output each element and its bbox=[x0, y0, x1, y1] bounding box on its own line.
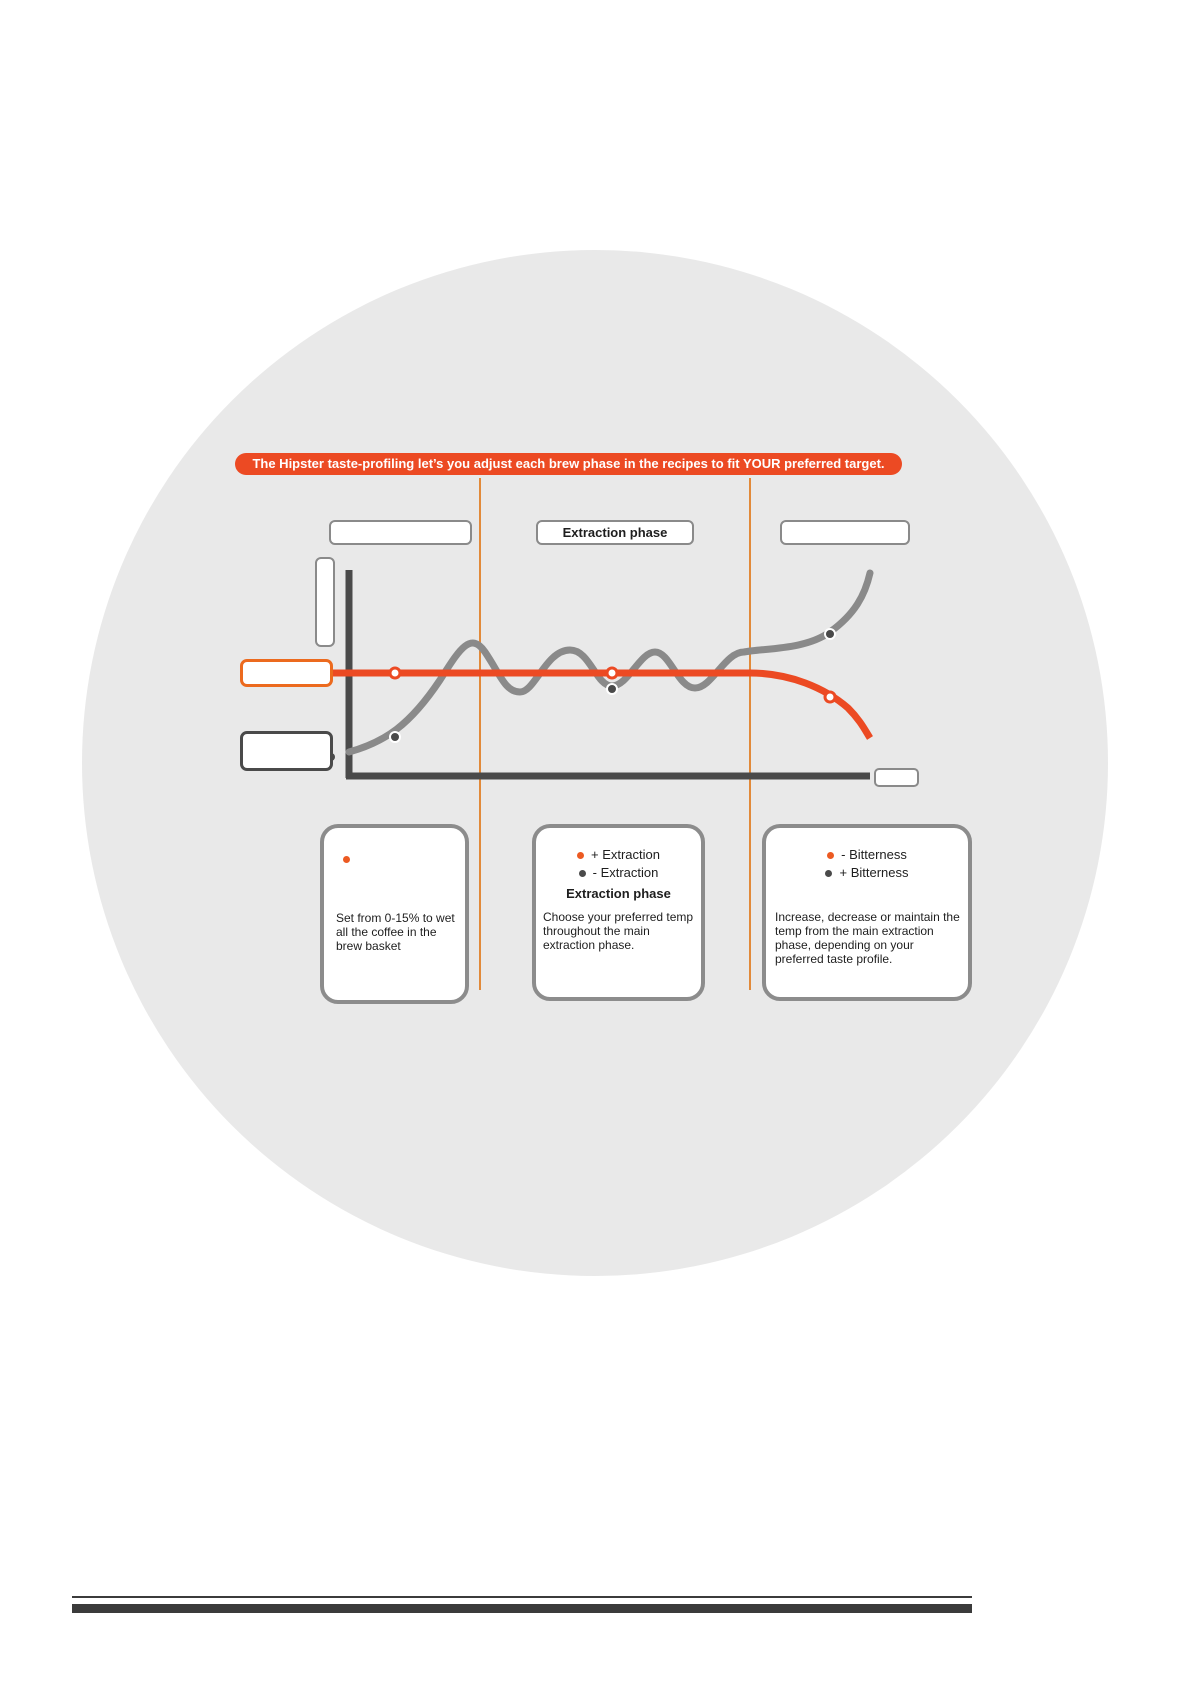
legend-minus-extraction: - Extraction bbox=[536, 864, 701, 882]
orange-marker-preinfusion bbox=[388, 666, 402, 680]
legend-minus-bitterness-text: - Bitterness bbox=[841, 847, 907, 862]
orange-dot-icon bbox=[576, 851, 584, 859]
card-finish-body: Increase, decrease or maintain the temp … bbox=[775, 910, 960, 966]
card-extraction-legend: + Extraction - Extraction bbox=[536, 846, 701, 882]
orange-temperature-curve bbox=[333, 669, 873, 740]
gray-dot-icon bbox=[578, 869, 586, 877]
legend-plus-extraction: + Extraction bbox=[536, 846, 701, 864]
card-preinfusion: Set from 0-15% to wet all the coffee in … bbox=[320, 824, 469, 1004]
card-extraction: + Extraction - Extraction Extraction pha… bbox=[532, 824, 705, 1001]
taste-profiling-banner: The Hipster taste-profiling let’s you ad… bbox=[235, 453, 902, 475]
gray-dot-icon bbox=[825, 869, 833, 877]
gray-marker-finish bbox=[824, 628, 836, 640]
phase-label-left bbox=[329, 520, 472, 545]
legend-plus-bitterness-text: + Bitterness bbox=[839, 865, 909, 880]
legend-minus-extraction-text: - Extraction bbox=[592, 865, 659, 880]
legend-plus-extraction-text: + Extraction bbox=[590, 847, 660, 862]
orange-dot-icon bbox=[343, 856, 350, 863]
card-extraction-title: Extraction phase bbox=[566, 886, 671, 901]
phase-label-right bbox=[780, 520, 910, 545]
orange-marker-extraction bbox=[605, 666, 619, 680]
footer-rule-thick bbox=[72, 1604, 972, 1613]
orange-dot-icon bbox=[827, 851, 835, 859]
card-preinfusion-body: Set from 0-15% to wet all the coffee in … bbox=[336, 911, 455, 953]
gray-marker-extraction bbox=[606, 683, 618, 695]
legend-plus-bitterness: + Bitterness bbox=[766, 864, 968, 882]
footer-rule-thin bbox=[72, 1596, 972, 1598]
orange-line-label-box bbox=[240, 659, 333, 687]
card-finish-legend: - Bitterness + Bitterness bbox=[766, 846, 968, 882]
legend-minus-bitterness: - Bitterness bbox=[766, 846, 968, 864]
orange-marker-finish bbox=[823, 690, 837, 704]
card-extraction-body: Choose your preferred temp throughout th… bbox=[543, 910, 694, 952]
card-preinfusion-legend bbox=[343, 850, 350, 868]
card-finish: - Bitterness + Bitterness Increase, decr… bbox=[762, 824, 972, 1001]
phase-label-extraction: Extraction phase bbox=[536, 520, 694, 545]
y-axis-label-box bbox=[315, 557, 335, 647]
gray-line-label-box bbox=[240, 731, 333, 771]
x-axis-label-box bbox=[874, 768, 919, 787]
gray-temperature-curve bbox=[345, 569, 874, 756]
gray-marker-preinfusion bbox=[389, 731, 401, 743]
